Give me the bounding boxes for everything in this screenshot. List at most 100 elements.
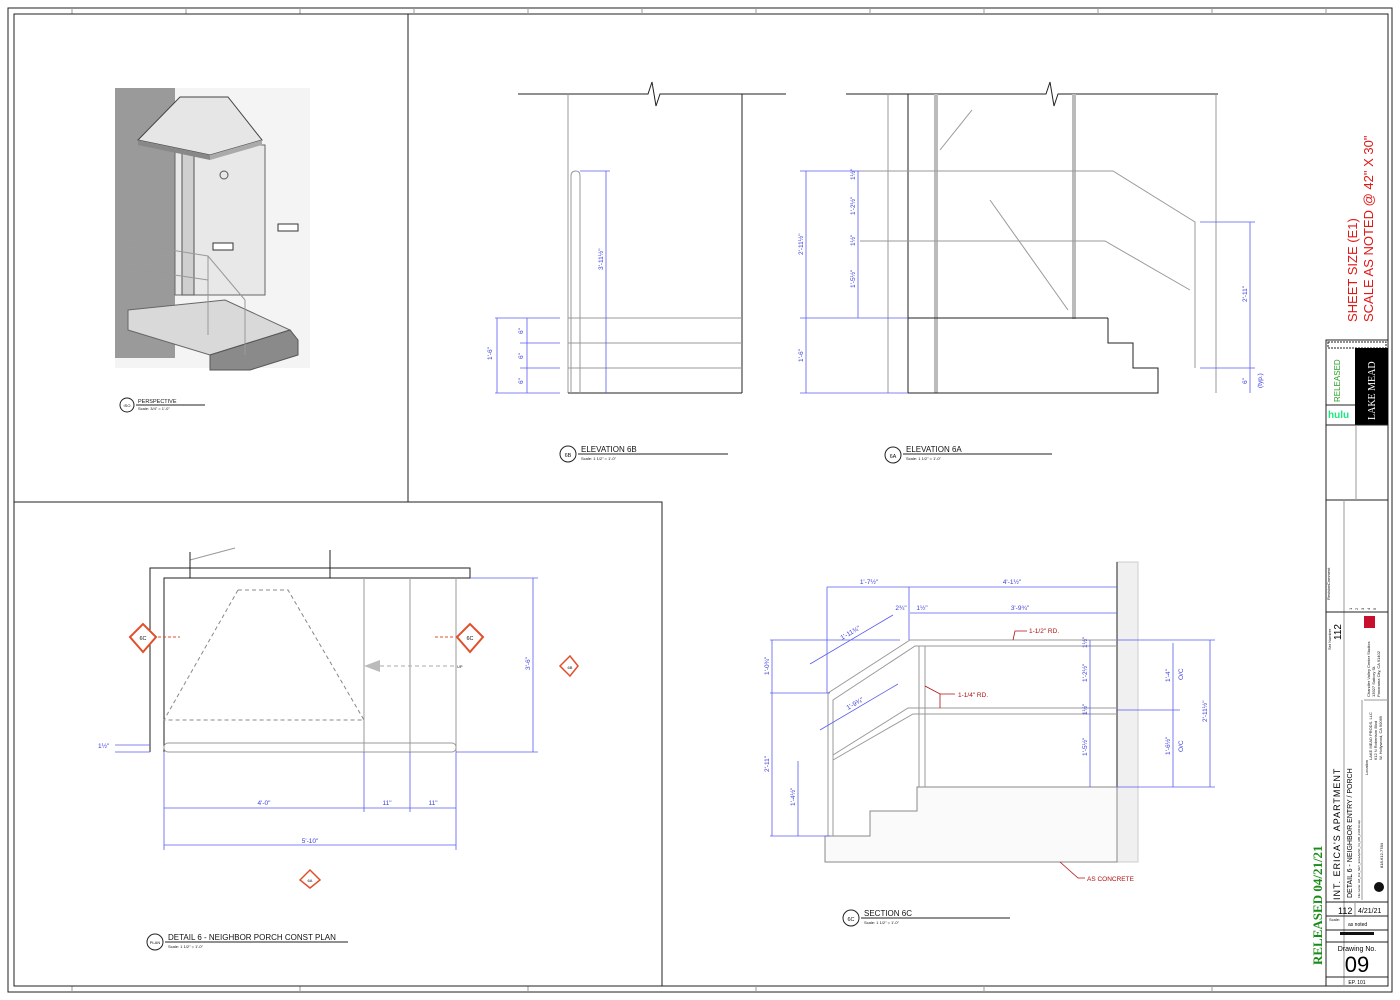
outer-border [7, 7, 1393, 993]
view-tag: 6B [565, 453, 572, 459]
view-title: SECTION 6C [864, 909, 912, 918]
dim-label: 1'-2½" [1081, 663, 1089, 682]
title-block: LAKE MEAD RELEASED hulu Revision Comment… [1325, 339, 1389, 987]
dim-label: 2'-11½" [797, 233, 805, 255]
released-stamp: RELEASED 04/21/21 [1310, 845, 1325, 965]
view-title: ELEVATION 6A [906, 445, 962, 454]
revision-row: 3 [1360, 607, 1365, 610]
dim-label: 11" [428, 800, 438, 807]
dim-label: 1'-11¾" [840, 625, 863, 642]
dim-label: 3'-9¾" [1011, 605, 1030, 612]
section-6c-label: 6C SECTION 6C Scale: 1 1/2" = 1'-0" [842, 909, 1010, 927]
view-scale: Scale: 1 1/2" = 1'-0" [168, 944, 204, 949]
view-tag: 6C [847, 917, 854, 923]
callout-note: AS CONCRETE [1087, 876, 1135, 883]
dim-label: 6" [1242, 377, 1249, 384]
dim-label: 2'-11" [764, 755, 771, 772]
dim-label: 1½" [849, 234, 857, 246]
dim-label: 4'-0" [258, 800, 272, 807]
dim-label: O/C [1178, 668, 1185, 680]
marker-label: 6C [466, 636, 473, 642]
revision-row: 1 [1348, 607, 1353, 610]
section-6c-drawing [770, 561, 1215, 879]
callout-note: 1-1/4" RD. [958, 692, 988, 699]
dim-label: 1'-5½" [849, 269, 857, 288]
dim-label: 6" [518, 377, 525, 384]
dim-label: 1½" [916, 604, 928, 612]
location-label: Location [1364, 760, 1369, 775]
dim-label: 6" [518, 327, 525, 334]
plan-panel [13, 501, 663, 987]
dim-label: 1'-6" [798, 348, 805, 362]
view-scale: Scale: 1 1/2" = 1'-0" [906, 456, 942, 461]
border-ticks [71, 8, 1327, 992]
section-marker-6c-left[interactable]: 6C [128, 622, 158, 654]
elevation-6b-label: 6B ELEVATION 6B Scale: 1 1/2" = 1'-0" [559, 445, 728, 463]
view-tag: PLAN [150, 940, 161, 945]
drawing-no-label: Drawing No. [1338, 946, 1377, 953]
dim-label: 4'-1½" [1003, 578, 1022, 586]
up-arrow-label: UP [457, 664, 463, 669]
dim-label: 2'-11" [1242, 285, 1249, 302]
marker-label: 6C [139, 636, 146, 642]
view-scale: Scale: 1 1/2" = 1'-0" [864, 920, 900, 925]
dim-label: 5'-10" [302, 838, 319, 845]
dim-label: 1½" [849, 168, 857, 180]
section-marker-6c-right[interactable]: 6C [455, 622, 485, 654]
dim-label: O/C [1178, 740, 1185, 752]
file-name: File name: LM_112_SET_EricaApt6F_V3_MB_2… [1357, 820, 1361, 898]
sheet-size-note: SHEET SIZE (E1) [1345, 218, 1360, 322]
dim-label: 2¾" [895, 605, 907, 612]
dim-label: 1½" [1081, 636, 1089, 648]
comment-header: Comment [1326, 567, 1331, 585]
production-address: W. Hollywood, CA 90069 [1378, 715, 1383, 760]
dim-label: 2'-11½" [1201, 700, 1209, 722]
studio-address: Panorama City, CA 91402 [1376, 650, 1381, 697]
production-address: 612 N Robertson Blvd [1373, 721, 1378, 760]
dim-label: 3'-11½" [597, 248, 605, 270]
sheet-code: EP. 101 [1348, 980, 1365, 986]
production-address: LAKE MEAD PRODS. LLC [1368, 712, 1373, 760]
view-title: PERSPECTIVE [138, 399, 177, 405]
marker-label: 6B [568, 665, 573, 670]
drawing-date: 4/21/21 [1358, 908, 1381, 915]
iso-perspective-drawing [115, 88, 310, 371]
iso-view-label: ISO PERSPECTIVE Scale: 3/4" = 1'-0" [119, 397, 205, 413]
dim-label: 11" [382, 800, 392, 807]
network-logo: hulu [1328, 410, 1349, 421]
porch-plan-drawing [115, 547, 538, 850]
dim-label: 3'-6" [525, 656, 532, 670]
marker-label: 6A [308, 878, 313, 883]
released-label: RELEASED [1333, 359, 1342, 402]
dim-label: 1'-5½" [1081, 737, 1089, 756]
revision-row: 4 [1366, 607, 1371, 610]
dim-label: (typ.) [1257, 373, 1264, 388]
elevation-marker-6b[interactable]: 6B [558, 654, 579, 678]
elevation-6a-drawing [800, 81, 1255, 394]
revision-header: Revision [1326, 585, 1331, 600]
set-title: INT. ERICA'S APARTMENT [1332, 768, 1342, 900]
dim-label: 1'-7½" [860, 578, 879, 586]
revision-row: 2 [1354, 607, 1359, 610]
view-title: DETAIL 6 - NEIGHBOR PORCH CONST PLAN [168, 933, 336, 942]
set-number: 112 [1333, 624, 1344, 640]
plan-view-label: PLAN DETAIL 6 - NEIGHBOR PORCH CONST PLA… [146, 933, 348, 951]
company-logo-text: LAKE MEAD [1367, 361, 1378, 420]
elevation-marker-6a[interactable]: 6A [298, 868, 322, 889]
dim-label: 6" [518, 352, 525, 359]
set-number-label: Set Number [1327, 628, 1332, 650]
dim-label: 1½" [1081, 703, 1089, 715]
dim-label: 1'-2½" [849, 196, 857, 215]
revision-row: 5 [1372, 607, 1377, 610]
drawing-title: DETAIL 6 - NEIGHBOR ENTRY / PORCH [1347, 768, 1354, 898]
view-scale: Scale: 3/4" = 1'-0" [138, 406, 170, 411]
phone-number: 818-612-7784 [1379, 842, 1384, 868]
scale-value: as noted [1348, 922, 1367, 928]
elevation-6a-label: 6A ELEVATION 6A Scale: 1 1/2" = 1'-0" [884, 445, 1052, 464]
dim-label: 1½" [98, 742, 110, 750]
elevation-6b-drawing [495, 81, 786, 394]
studio-address: 13927 Saticoy St. [1371, 666, 1376, 697]
dim-label: 1'-6½" [1164, 736, 1172, 755]
dim-label: 1'-0¾" [764, 656, 771, 675]
